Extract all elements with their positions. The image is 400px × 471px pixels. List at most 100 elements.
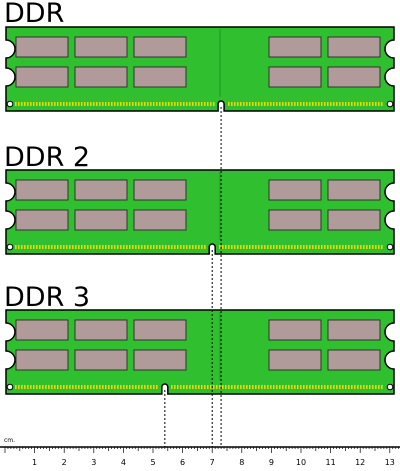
contact-pin (240, 245, 242, 249)
ruler-tick-label: 11 (326, 458, 336, 467)
contact-pin (114, 385, 116, 389)
contact-pin (90, 102, 92, 106)
memory-chip (74, 209, 128, 231)
contact-pin (345, 385, 347, 389)
contact-pin (105, 102, 107, 106)
contact-pin (99, 102, 101, 106)
contact-pin (252, 245, 254, 249)
contact-pin (354, 385, 356, 389)
contact-pin (246, 102, 248, 106)
contact-pin (60, 102, 62, 106)
contact-pin (66, 385, 68, 389)
memory-chip (74, 36, 128, 58)
contact-pin (294, 385, 296, 389)
contact-pin (72, 102, 74, 106)
contact-pin (78, 385, 80, 389)
contact-pin (369, 385, 371, 389)
contact-pin (93, 385, 95, 389)
contact-pin (300, 385, 302, 389)
contact-pin (306, 102, 308, 106)
contact-pin (219, 245, 221, 249)
ruler-unit: cm. (4, 437, 15, 444)
memory-chip (133, 349, 187, 371)
memory-chip (15, 179, 69, 201)
contact-pin (75, 385, 77, 389)
contact-pin (138, 102, 140, 106)
contact-pin (57, 102, 59, 106)
contact-pin (162, 102, 164, 106)
contact-pin (195, 102, 197, 106)
contact-pin (45, 245, 47, 249)
contact-pin (159, 245, 161, 249)
contact-pin (129, 102, 131, 106)
contact-pin (318, 102, 320, 106)
contact-pin (138, 385, 140, 389)
contact-pin (339, 245, 341, 249)
contact-pin (225, 385, 227, 389)
memory-chip (268, 66, 322, 88)
contact-pin (96, 102, 98, 106)
contact-pin (297, 385, 299, 389)
contact-pin (132, 102, 134, 106)
contact-pin (333, 385, 335, 389)
contact-pin (102, 245, 104, 249)
contact-pin (69, 102, 71, 106)
contact-pin (135, 102, 137, 106)
contact-pin (126, 245, 128, 249)
contact-pin (270, 385, 272, 389)
contact-pin (288, 385, 290, 389)
contact-pin (81, 102, 83, 106)
contact-pin (99, 385, 101, 389)
contact-pin (258, 385, 260, 389)
memory-chip (15, 319, 69, 341)
contact-pin (315, 245, 317, 249)
modules-layer (5, 26, 395, 395)
contact-pin (117, 102, 119, 106)
contact-pin (180, 102, 182, 106)
contact-pin (24, 385, 26, 389)
memory-chip (327, 209, 381, 231)
mounting-hole (6, 243, 14, 251)
contact-pin (321, 385, 323, 389)
contact-pin (336, 245, 338, 249)
contact-pin (102, 102, 104, 106)
contact-pin (42, 245, 44, 249)
contact-pin (93, 245, 95, 249)
contact-pin (207, 102, 209, 106)
contact-pin (273, 385, 275, 389)
contact-pin (246, 245, 248, 249)
memory-chip (74, 66, 128, 88)
contact-pin (51, 385, 53, 389)
contact-pin (300, 245, 302, 249)
contact-pin (261, 385, 263, 389)
contact-pin (150, 385, 152, 389)
contact-pin (117, 385, 119, 389)
memory-chip (327, 349, 381, 371)
contact-pin (123, 245, 125, 249)
contact-pin (21, 385, 23, 389)
contact-pin (57, 245, 59, 249)
contact-pin (39, 102, 41, 106)
contact-pin (264, 245, 266, 249)
contact-pin (243, 245, 245, 249)
contact-pin (129, 245, 131, 249)
contact-pin (186, 102, 188, 106)
contact-pin (129, 385, 131, 389)
contact-pin (339, 385, 341, 389)
contact-pin (222, 245, 224, 249)
contact-pin (240, 385, 242, 389)
contact-pin (210, 385, 212, 389)
contact-pin (30, 245, 32, 249)
contact-pin (192, 245, 194, 249)
ruler-tick-label: 5 (150, 458, 155, 467)
contact-pin (264, 385, 266, 389)
contact-pin (189, 385, 191, 389)
contact-pin (279, 385, 281, 389)
contact-pin (24, 102, 26, 106)
contact-pin (381, 385, 383, 389)
memory-chip (268, 36, 322, 58)
contact-pin (156, 385, 158, 389)
contact-pin (75, 245, 77, 249)
contact-pin (162, 245, 164, 249)
